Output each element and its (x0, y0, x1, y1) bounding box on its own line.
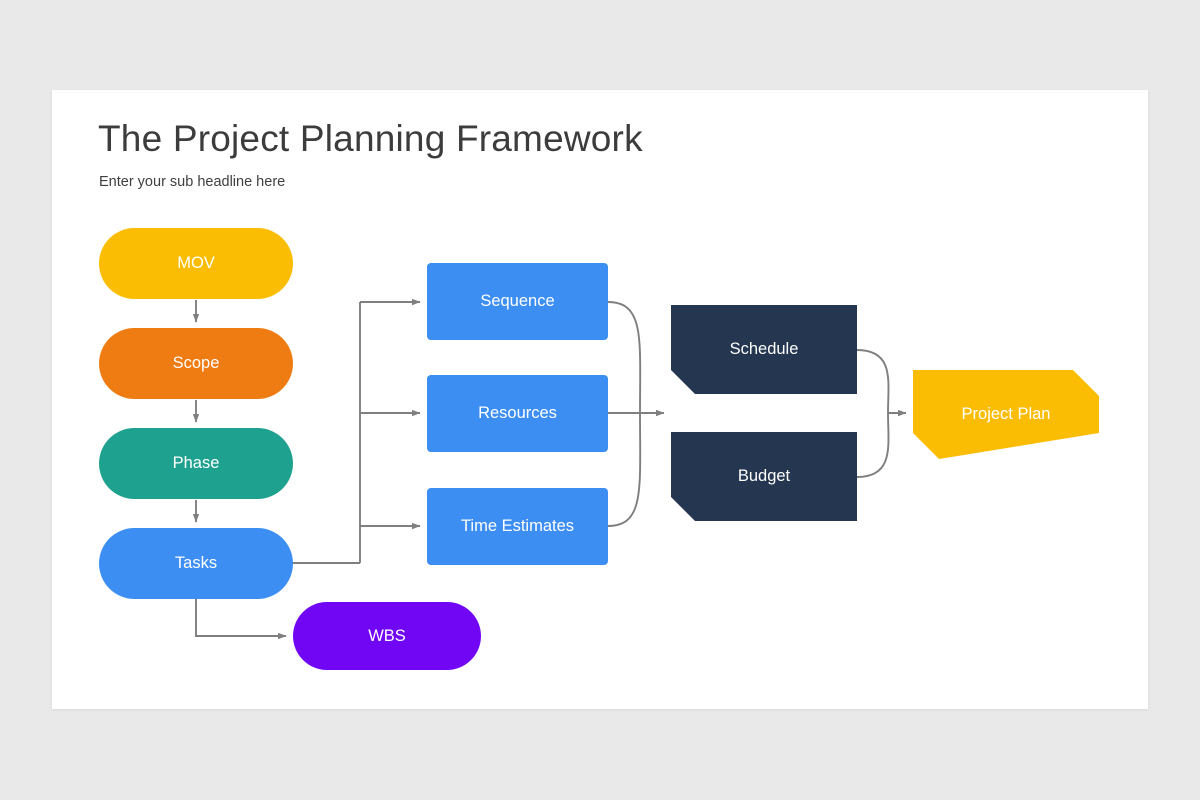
node-label-wbs: WBS (368, 626, 406, 645)
page-title: The Project Planning Framework (98, 118, 643, 159)
node-budget[interactable]: Budget (671, 432, 857, 521)
node-scope[interactable]: Scope (99, 328, 293, 399)
node-label-budget: Budget (737, 467, 791, 486)
node-label-sequence: Sequence (480, 292, 555, 311)
node-phase[interactable]: Phase (99, 428, 293, 499)
page-subtitle: Enter your sub headline here (99, 174, 286, 190)
node-mov[interactable]: MOV (99, 228, 293, 299)
node-time_estimates[interactable]: Time Estimates (427, 488, 608, 565)
node-sequence[interactable]: Sequence (427, 263, 608, 340)
node-label-resources: Resources (478, 404, 557, 423)
edge-budget-merge (856, 412, 890, 478)
node-label-project_plan: Project Plan (961, 405, 1051, 424)
node-label-scope: Scope (172, 354, 220, 373)
node-label-schedule: Schedule (729, 340, 799, 359)
edge-schedule-merge (856, 349, 890, 414)
node-label-mov: MOV (177, 254, 215, 273)
node-label-phase: Phase (172, 454, 220, 473)
node-wbs[interactable]: WBS (293, 602, 481, 670)
node-label-time_estimates: Time Estimates (460, 517, 575, 536)
node-schedule[interactable]: Schedule (671, 305, 857, 394)
node-label-tasks: Tasks (174, 554, 218, 573)
node-resources[interactable]: Resources (427, 375, 608, 452)
edge-sequence-merge (607, 301, 642, 414)
node-tasks[interactable]: Tasks (99, 528, 293, 599)
edge-tasks-wbs (195, 594, 287, 640)
edge-time-estimates-merge (607, 412, 642, 527)
